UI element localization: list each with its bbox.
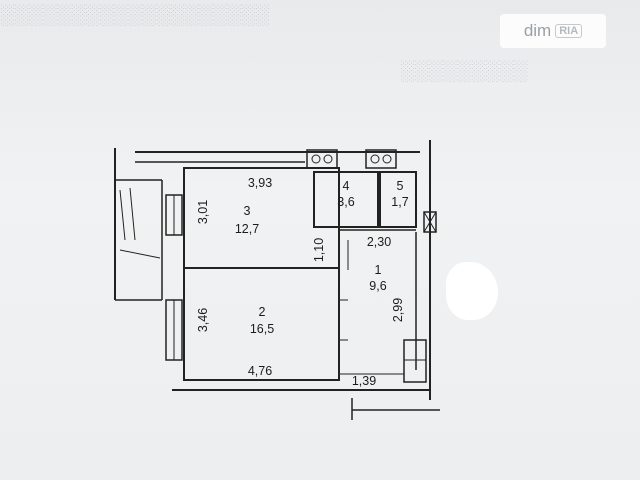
dim-room2-width: 4,76 bbox=[247, 363, 273, 378]
room-1-number: 1 bbox=[374, 262, 382, 277]
dim-hall-width: 2,30 bbox=[366, 234, 392, 249]
watermark-sub: RIA bbox=[555, 24, 583, 38]
watermark-brand: dim bbox=[523, 21, 552, 40]
faded-text-line: ░░░░░░░░░░░░░░░░░░░ bbox=[0, 4, 270, 26]
dim-room3-depth: 3,01 bbox=[195, 199, 210, 225]
room-4-number: 4 bbox=[342, 178, 350, 193]
room-3-number: 3 bbox=[243, 203, 251, 218]
room-4-area: 3,6 bbox=[337, 194, 355, 209]
dim-room3-width: 3,93 bbox=[247, 175, 273, 190]
dim-entry-width: 1,39 bbox=[351, 373, 377, 388]
faded-text-line: ░░░░░░░░░ bbox=[400, 60, 528, 82]
room-2-area: 16,5 bbox=[249, 321, 275, 336]
dim-corridor-short: 1,10 bbox=[311, 237, 326, 263]
room-5-area: 1,7 bbox=[391, 194, 409, 209]
room-5-number: 5 bbox=[396, 178, 404, 193]
room-2-number: 2 bbox=[258, 304, 266, 319]
room-3-area: 12,7 bbox=[234, 221, 260, 236]
room-1-area: 9,6 bbox=[369, 278, 387, 293]
whiteout-patch bbox=[446, 262, 498, 320]
watermark-badge: dim RIA bbox=[500, 14, 606, 48]
dim-room2-depth: 3,46 bbox=[195, 307, 210, 333]
dim-hall-depth: 2,99 bbox=[390, 297, 405, 323]
